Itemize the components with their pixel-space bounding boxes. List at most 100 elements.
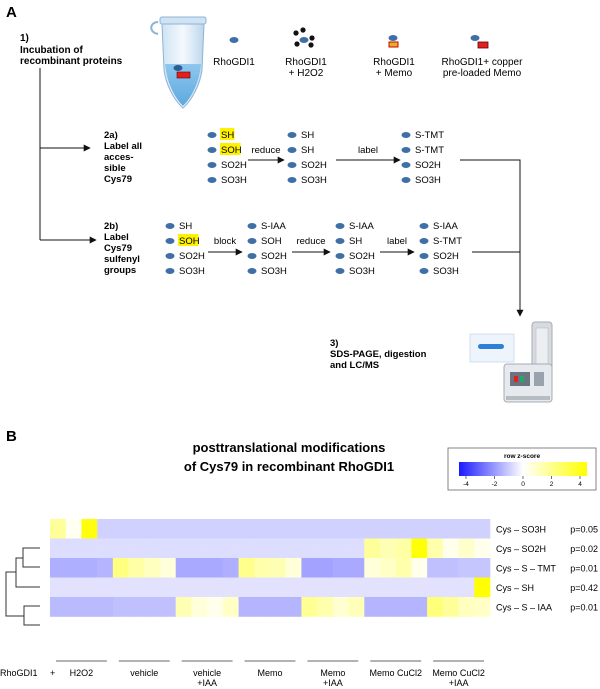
heatmap-cell [160,558,177,578]
cys-protein-icon [401,132,411,138]
highlight-box [220,143,241,155]
heatmap-cell [112,597,129,617]
heatmap-cell [348,519,365,539]
heatmap-cell [207,519,224,539]
heatmap-cell [222,519,239,539]
heatmap-cell [458,597,475,617]
cys-protein-icon [287,132,297,138]
step1-number: 1) [20,33,29,44]
heatmap-cell [442,597,459,617]
heatmap-cell [411,519,428,539]
row-label: Cys – S – IAA [496,602,552,612]
row-label: Cys – S – TMT [496,563,556,573]
heatmap-cell [301,577,318,598]
heatmap-cell [238,538,255,559]
group-label: +IAA [197,678,217,688]
cys-protein-icon [401,147,411,153]
protein-label-3b: + Memo [376,68,413,79]
step2b-line1: Label [104,232,129,243]
cys-state-label: SO3H [415,175,441,186]
heatmap-cell [128,597,145,617]
group-label: +IAA [323,678,343,688]
cys-protein-icon [401,162,411,168]
heatmap-cell [175,538,192,559]
heatmap-cell [81,558,98,578]
cys-state-label: SO2H [261,251,287,262]
step2b-line2: Cys79 [104,243,132,254]
row-p-value: p=0.01 [570,602,598,612]
row-p-value: p=0.02 [570,544,598,554]
panel-a: A 1) Incubation of recombinant proteins [6,4,553,403]
group-label: Memo CuCl2 [369,668,422,678]
group-label: vehicle [193,668,221,678]
heatmap-cell [112,577,129,598]
cys-state-label: SH [179,221,192,232]
panel-b-label: B [6,428,17,445]
heatmap-cell [442,519,459,539]
protein-label-3a: RhoGDI1 [373,57,415,68]
cys-protein-icon [247,268,257,274]
heatmap-cell [112,558,129,578]
cys-protein-icon [165,238,175,244]
row-p-value: p=0.05 [570,524,598,534]
heatmap-cell [238,519,255,539]
row-2a-states: SHSOHSO2HSO3HSHSHSO2HSO3HS-TMTS-TMTSO2HS… [207,128,444,186]
label-label-2b: label [387,236,407,247]
cys-protein-icon [247,253,257,259]
eppendorf-tube-icon [150,16,207,109]
heatmap-cell [348,538,365,559]
heatmap-cell [474,597,491,617]
heatmap-cell [65,538,82,559]
heatmap-cell [191,538,208,559]
cys-protein-icon [165,253,175,259]
heatmap-cell [222,577,239,598]
cys-state-label: SH [349,236,362,247]
step1-title-line2: recombinant proteins [20,56,123,67]
reduce-label-2b: reduce [296,236,325,247]
heatmap-cell [364,538,381,559]
row-label: Cys – SO2H [496,544,546,554]
heatmap-cell [411,577,428,598]
heatmap-cell [317,577,334,598]
mass-spectrometer-icon [503,321,553,403]
heatmap-cell [81,538,98,559]
heatmap-cell [191,558,208,578]
heatmap-cell [380,577,397,598]
colorbar-tick-label: 4 [578,481,582,488]
cys-state-label: S-TMT [415,145,444,156]
cys-protein-icon [419,223,429,229]
heatmap-cell [81,519,98,539]
cys-state-label: SO3H [221,175,247,186]
group-label: Memo [320,668,345,678]
step2a-number: 2a) [104,130,118,141]
cys-state-label: SO3H [179,266,205,277]
heatmap-cell [144,577,161,598]
heatmap-cell [65,577,82,598]
cys-state-label: SH [301,145,314,156]
group-label: vehicle [130,668,158,678]
heatmap-cell [270,558,287,578]
rhogdi1-plus: + [50,668,55,678]
colorbar-title: row z-score [504,453,541,460]
heatmap-cell [395,558,412,578]
heatmap-cell [270,519,287,539]
heatmap-cell [332,558,349,578]
heatmap-cell [411,558,428,578]
protein-icon-rhogdi1-memo [388,35,399,48]
heatmap-cell [112,538,129,559]
heatmap-cell [191,519,208,539]
cys-state-label: SO2H [179,251,205,262]
heatmap-cell [254,538,271,559]
heatmap-title-line1: posttranslational modifications [193,440,386,455]
heatmap-cell [474,577,491,598]
heatmap-cell [254,519,271,539]
heatmap-cell [364,558,381,578]
heatmap-cell [97,577,114,598]
heatmap-cell [97,538,114,559]
cys-protein-icon [247,238,257,244]
cys-state-label: SO2H [415,160,441,171]
cys-state-label: S-IAA [349,221,374,232]
heatmap-cell [348,558,365,578]
cys-protein-icon [207,132,217,138]
